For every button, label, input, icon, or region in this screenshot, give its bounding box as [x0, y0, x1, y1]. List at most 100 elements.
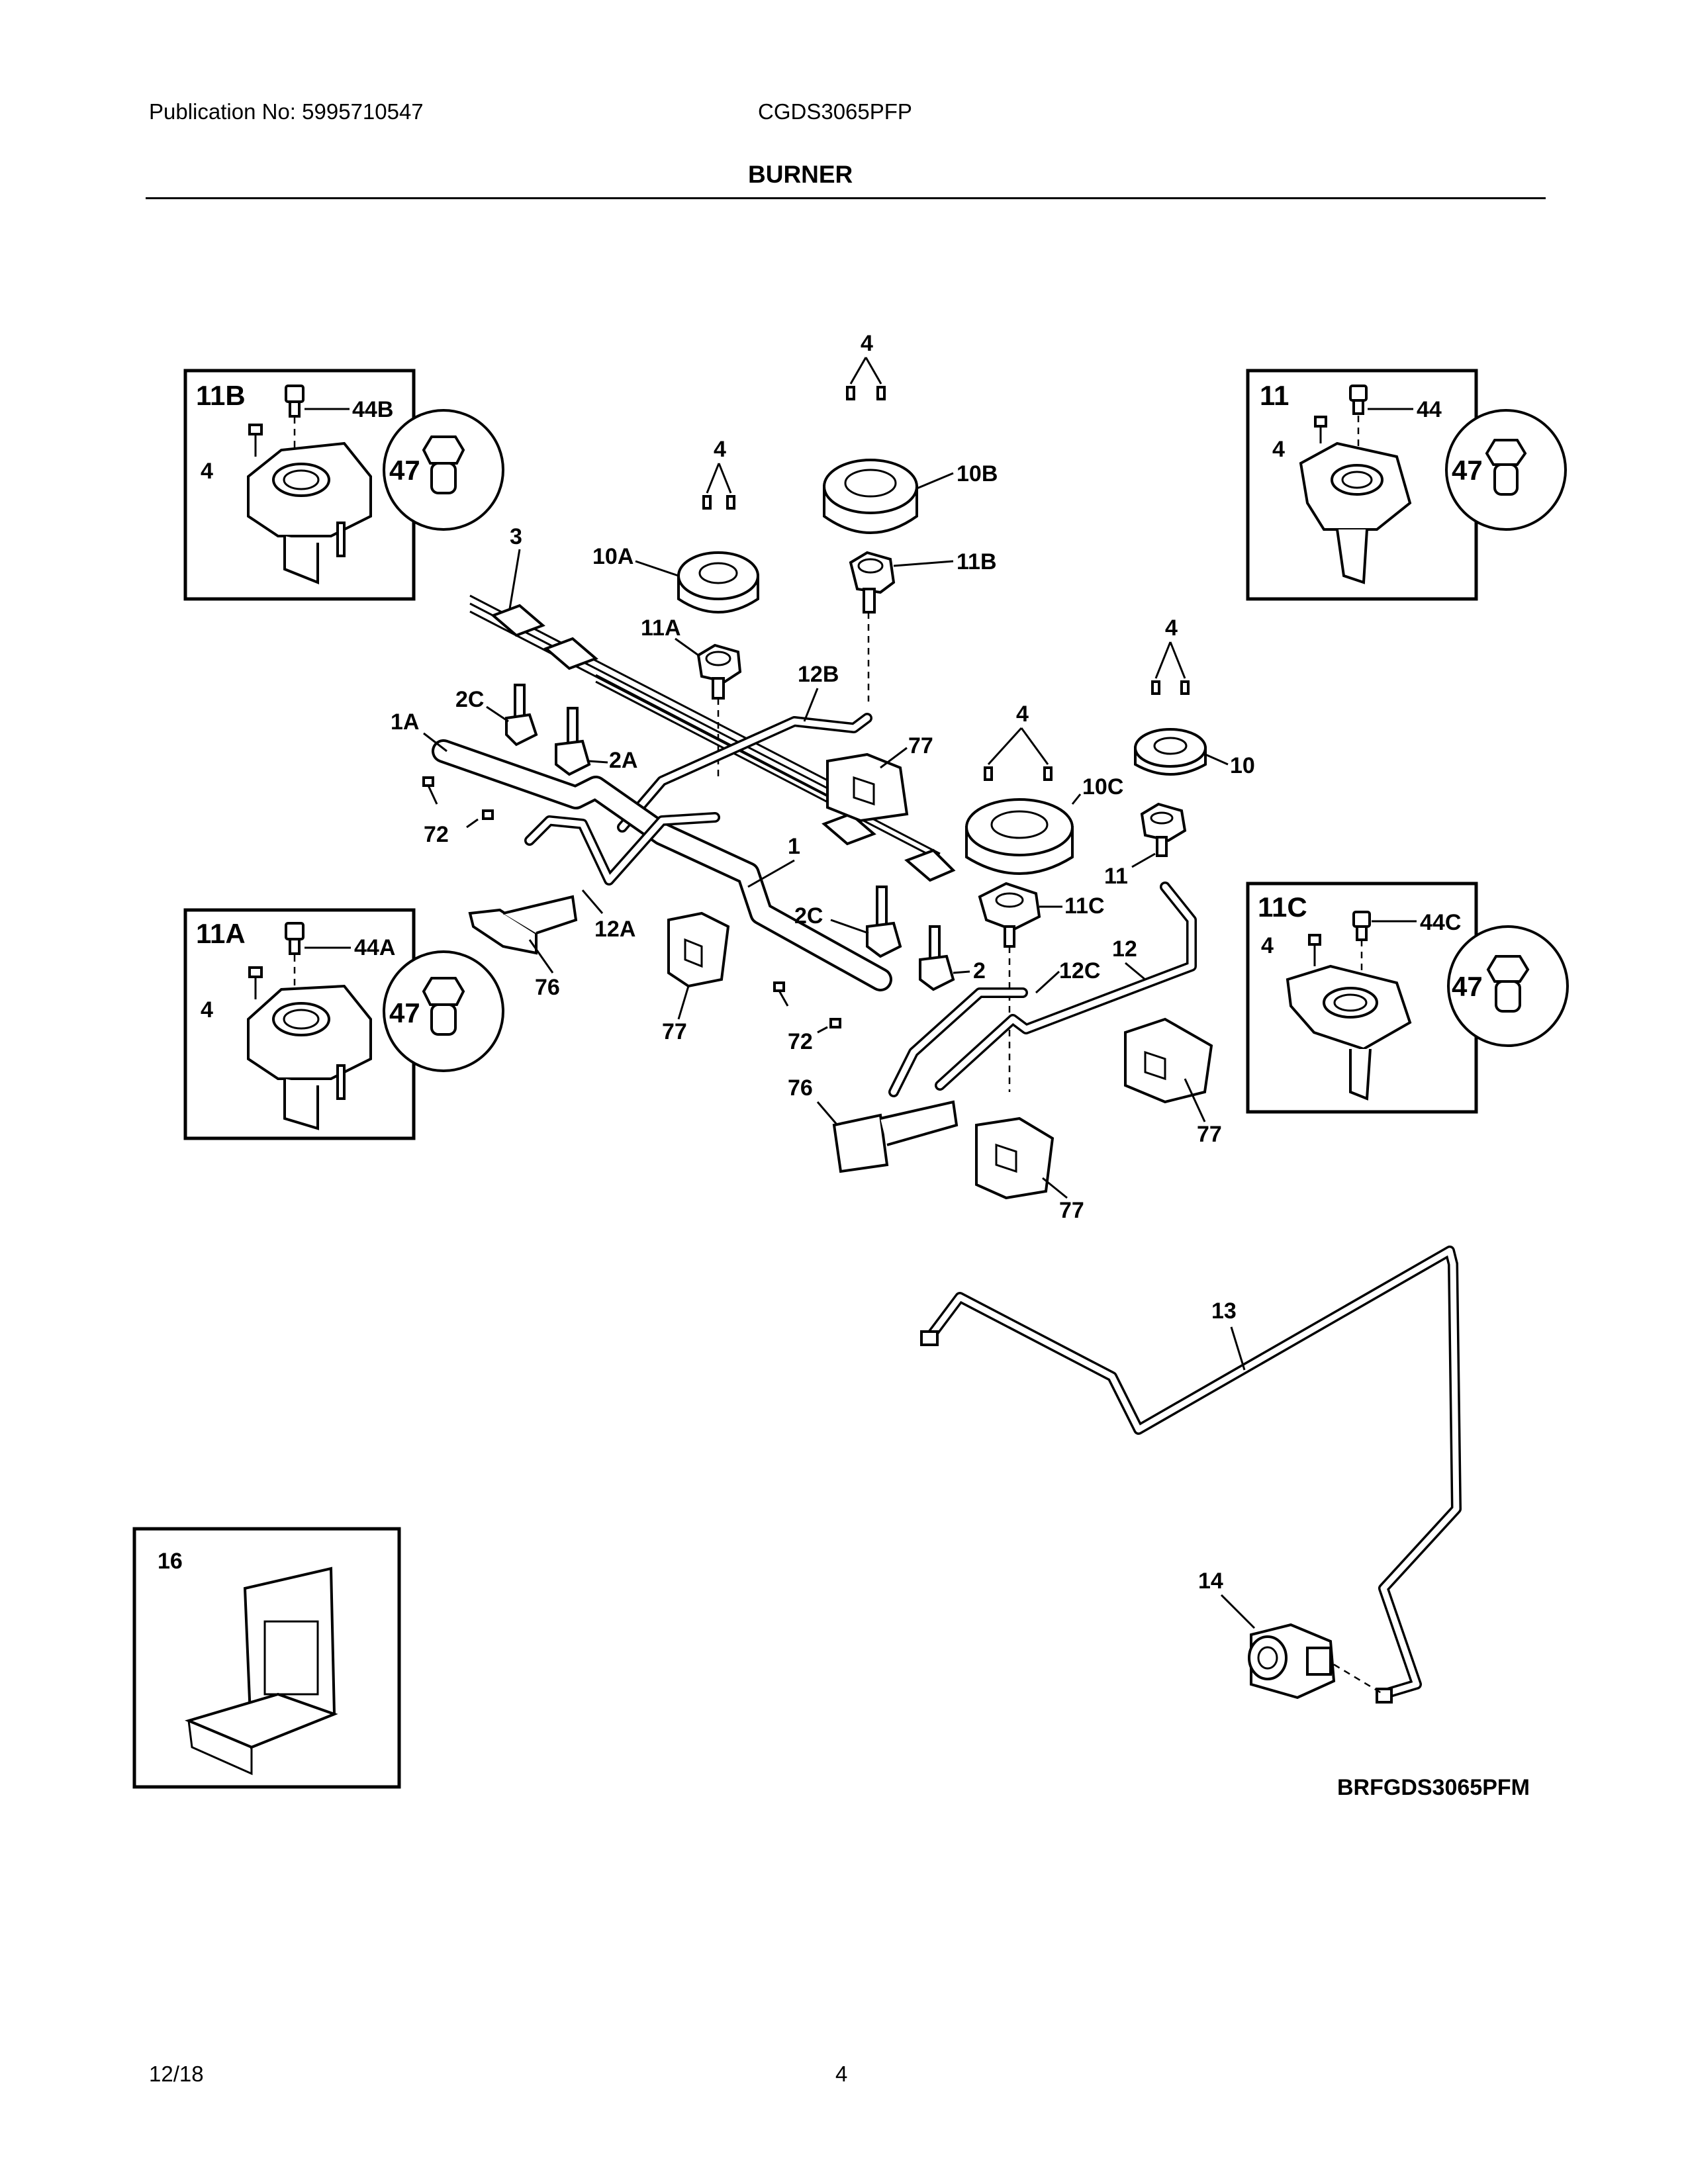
burner-head-11b	[849, 551, 896, 614]
burner-cap-10a	[677, 551, 759, 614]
burner-cap-10c	[965, 798, 1074, 875]
inset-11-title: 11	[1260, 380, 1289, 411]
callout-12c: 12C	[1059, 958, 1100, 983]
valve-2	[919, 925, 955, 991]
burner-head-11	[1140, 802, 1187, 857]
inset-11c-orifice	[1352, 911, 1371, 941]
callout-10: 10	[1230, 753, 1255, 778]
inset-11a-title: 11A	[196, 918, 246, 949]
footer-date: 12/18	[149, 2062, 204, 2086]
callout-77-b: 77	[662, 1019, 687, 1044]
header-divider	[146, 197, 1546, 199]
screw-4-e	[984, 766, 993, 781]
page-title: BURNER	[748, 161, 853, 188]
harness-clip-1	[491, 604, 545, 637]
callout-2c-b: 2C	[794, 903, 823, 929]
screw-4-b	[876, 386, 886, 400]
callout-12b: 12B	[798, 662, 839, 687]
supply-tube-13	[920, 1246, 1462, 1704]
callout-76-a: 76	[535, 975, 560, 1000]
burner-head-11c	[978, 882, 1041, 948]
screw-4-c	[702, 495, 712, 510]
tube-12a	[524, 812, 720, 886]
callout-13: 13	[1211, 1298, 1237, 1324]
callout-4-top: 4	[861, 331, 873, 356]
inset-11-orifice	[1349, 385, 1368, 415]
callout-1a: 1A	[391, 709, 419, 735]
valve-2c-lower	[866, 886, 902, 958]
callout-4-10a: 4	[714, 437, 726, 462]
valve-2c-upper	[505, 684, 538, 747]
tube-12	[935, 882, 1197, 1091]
model-number: CGDS3065PFP	[758, 99, 912, 124]
inset-11a-orifice	[285, 922, 305, 955]
inset-16-title: 16	[158, 1549, 183, 1574]
callout-10c: 10C	[1082, 774, 1123, 799]
inset-11b-burner-head	[247, 441, 372, 584]
callout-2a: 2A	[609, 748, 637, 773]
bracket-76-left	[468, 895, 578, 955]
pressure-regulator-14	[1248, 1623, 1336, 1700]
callout-11c: 11C	[1064, 893, 1105, 919]
inset-11-screw	[1314, 416, 1327, 443]
bracket-77-bottom	[975, 1116, 1055, 1200]
inset-11-cap	[1485, 439, 1527, 496]
inset-11c-screw	[1308, 934, 1321, 966]
burner-cap-10	[1134, 728, 1207, 776]
tube-13-fitting-b	[1376, 1688, 1393, 1704]
bracket-76-lower	[832, 1100, 959, 1173]
callout-12a: 12A	[594, 917, 635, 942]
inset-11c-screw-label: 4	[1261, 933, 1274, 958]
screw-4-h	[1180, 680, 1190, 695]
callout-2c-a: 2C	[455, 687, 484, 712]
harness-clip-3	[821, 812, 876, 846]
inset-11-burner-head	[1299, 441, 1412, 584]
screw-72-pair-a	[422, 776, 494, 829]
inset-11a: 11A 44A 4 47	[183, 908, 504, 1140]
inset-11b: 11B 44B 4 47	[183, 369, 504, 601]
ignition-harness-3	[469, 594, 956, 882]
burner-10a-group: 4 10A 11A	[592, 437, 759, 781]
harness-clip-2	[543, 637, 598, 670]
inset-11c-title: 11C	[1258, 891, 1307, 923]
callout-10a: 10A	[592, 544, 633, 569]
burner-10-group: 4 10 11	[1104, 615, 1255, 889]
callout-77-a: 77	[908, 733, 933, 758]
inset-11b-orifice-label: 44B	[352, 397, 393, 422]
page-number: 4	[835, 2062, 848, 2086]
callout-12: 12	[1112, 936, 1137, 962]
callout-3: 3	[510, 524, 522, 549]
inset-11-orifice-label: 44	[1417, 397, 1442, 422]
inset-11b-orifice	[285, 385, 305, 418]
callout-77-c: 77	[1059, 1198, 1084, 1223]
inset-11c-orifice-label: 44C	[1420, 910, 1461, 935]
callout-14: 14	[1198, 1569, 1223, 1594]
screw-4-g	[1151, 680, 1160, 695]
inset-11a-burner-head	[247, 984, 372, 1130]
inset-16-bracket	[185, 1567, 338, 1776]
harness-clip-4	[904, 848, 956, 882]
burner-head-11a	[696, 643, 742, 700]
drawing-code: BRFGDS3065PFM	[1337, 1775, 1530, 1800]
inset-11a-screw	[248, 966, 263, 999]
bracket-77-upper	[826, 752, 909, 823]
inset-11: 11 44 4 47	[1246, 369, 1567, 601]
screw-72-pair-b	[773, 981, 841, 1034]
callout-4-10: 4	[1165, 615, 1178, 641]
callout-11: 11	[1104, 864, 1128, 889]
callout-77-d: 77	[1197, 1122, 1222, 1147]
bracket-77-center	[667, 911, 730, 988]
inset-11a-screw-label: 4	[201, 997, 213, 1023]
inset-11b-screw	[248, 424, 263, 457]
inset-11a-cap-label: 47	[389, 997, 420, 1028]
screw-4-d	[726, 495, 735, 510]
burner-10c-group: 4 10C 11C	[965, 702, 1123, 1092]
callout-72-a: 72	[424, 822, 449, 847]
inset-11b-cap-label: 47	[389, 455, 420, 486]
manifold-1	[432, 739, 892, 991]
burner-10b-group: 4 10B 11B	[823, 331, 998, 702]
burner-cap-10b	[823, 459, 918, 534]
callout-11a: 11A	[641, 615, 681, 641]
inset-11b-title: 11B	[196, 380, 246, 411]
